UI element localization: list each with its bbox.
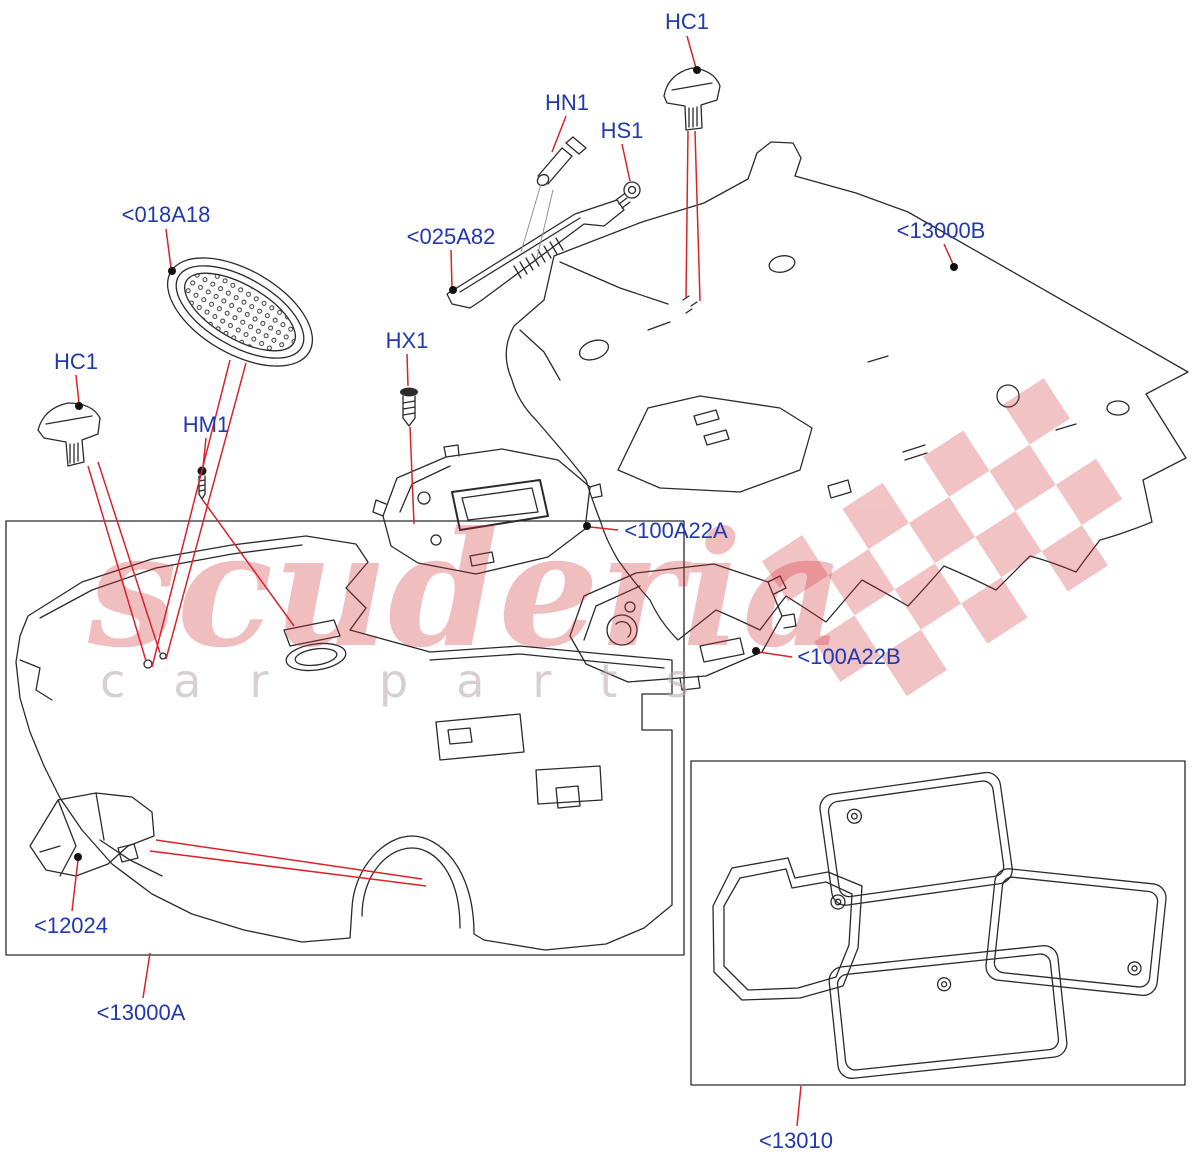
leader-lines (71, 35, 954, 1127)
speaker-grille-drawing (166, 257, 314, 367)
mat-rear-right (985, 868, 1167, 997)
bracket-12024-drawing (29, 792, 155, 877)
part-label-100a22a[interactable]: <100A22A (624, 518, 728, 543)
sill-trim-drawing (446, 199, 625, 309)
part-label-hc1-left[interactable]: HC1 (53, 349, 99, 374)
part-label-13000b[interactable]: <13000B (896, 218, 986, 243)
part-label-12024[interactable]: <12024 (33, 913, 109, 938)
rear-floor-carpet-drawing (505, 141, 1189, 641)
hx1-clip-drawing (402, 395, 416, 427)
bracket-100a22b-drawing (569, 563, 797, 691)
watermark-sub-text: car parts (100, 654, 737, 708)
hs1-screw-drawing (615, 181, 641, 209)
part-label-hx1[interactable]: HX1 (385, 328, 429, 353)
hx1-head (400, 387, 418, 397)
part-label-hm1[interactable]: HM1 (182, 412, 230, 437)
mat-front-top (819, 771, 1013, 906)
front-floor-carpet-drawing (15, 535, 673, 951)
part-label-hs1[interactable]: HS1 (600, 118, 644, 143)
bracket-100a22a-drawing (372, 444, 603, 575)
part-label-025a82[interactable]: <025A82 (406, 224, 496, 249)
part-label-13010[interactable]: <13010 (758, 1128, 834, 1153)
watermark-brand-text: scuderia (87, 498, 845, 683)
hc1-top-clip-drawing (663, 67, 721, 131)
watermark: scuderia car parts (87, 378, 1123, 708)
part-label-100a22b[interactable]: <100A22B (797, 644, 901, 669)
mat-front-bottom (828, 945, 1068, 1079)
mat-set-box (690, 760, 1186, 1086)
part-label-hn1[interactable]: HN1 (544, 90, 590, 115)
hc1-left-clip-drawing (37, 402, 101, 467)
part-label-018a18[interactable]: <018A18 (121, 202, 211, 227)
mat-rear-left (712, 857, 863, 1001)
floor-mat-set-drawing (712, 771, 1167, 1079)
hn1-pin-drawing (520, 136, 587, 259)
watermark-checker-flag (761, 378, 1123, 697)
part-label-13000a[interactable]: <13000A (96, 1000, 186, 1025)
part-label-hc1-top[interactable]: HC1 (664, 9, 710, 34)
leader-dots (74, 66, 958, 861)
front-carpet-box (5, 520, 685, 956)
